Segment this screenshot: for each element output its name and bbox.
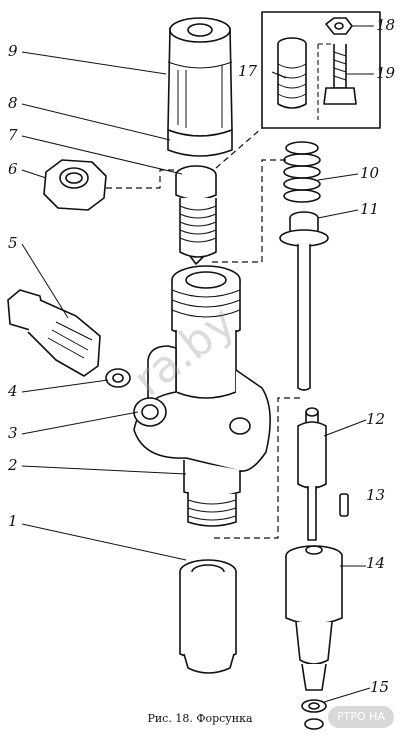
part-9-union-nut [167,17,233,137]
part-13-pin [339,493,349,517]
connector-10-11 [210,159,286,263]
callout-18: 18 [376,16,396,34]
callout-15-upper: 15 [370,678,390,696]
callout-3: 3 [8,424,18,442]
figure-caption: Рис. 18. Форсунка [147,712,253,725]
callout-10: 10 [360,164,380,182]
leader-lines [21,25,374,703]
connector-inset [317,43,334,120]
callout-9: 9 [8,42,18,60]
connector-12-body [212,397,300,539]
callout-8: 8 [8,94,18,112]
callout-11: 11 [360,200,380,218]
connector-6-7 [106,169,176,189]
part-18-small-nut [325,17,353,35]
callout-17: 17 [238,62,258,80]
callout-19: 19 [376,64,396,82]
callout-1: 1 [8,512,18,530]
part-7-fitting [175,165,217,265]
callout-4: 4 [8,382,18,400]
part-6-hex-nut [43,159,107,211]
watermark-logo: РТРО НА [328,706,394,728]
part-19-screw [323,44,357,105]
callout-14: 14 [366,554,386,572]
part-4-washer [105,368,131,388]
part-3-inlet [133,397,167,427]
part-1-cap-nut [179,559,237,674]
callout-6: 6 [8,160,18,178]
connector-8-inset [215,127,263,169]
part-5-inlet-fitting [7,289,101,377]
callout-13: 13 [366,486,386,504]
part-11-pusher [279,211,329,391]
part-17-sleeve [277,37,307,109]
part-15-washer [301,699,327,730]
callout-12: 12 [366,410,386,428]
part-12-needle [297,407,327,541]
callout-2: 2 [8,456,18,474]
part-8-ring [167,129,233,157]
callout-7: 7 [8,126,18,144]
callout-5: 5 [8,234,18,252]
inset-frame [261,11,381,129]
part-14-sprayer [285,545,343,691]
part-10-spring [283,141,321,203]
